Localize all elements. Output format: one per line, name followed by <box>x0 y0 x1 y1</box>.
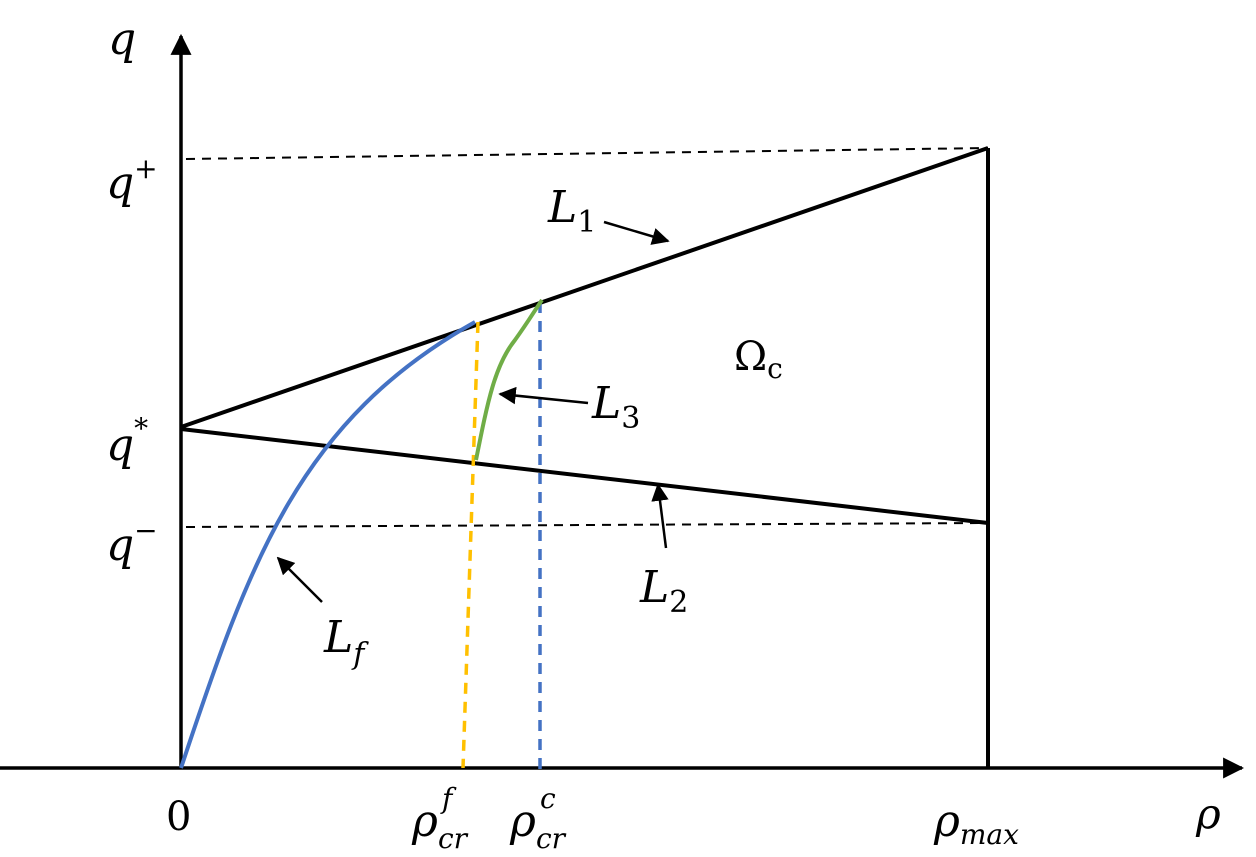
rho-cr-f-line <box>461 321 480 769</box>
curve-L3 <box>474 298 544 461</box>
line-L1 <box>180 146 989 429</box>
arrow-L2 <box>651 483 669 549</box>
label-L1: L1 <box>547 182 596 240</box>
arrow-Lf <box>276 556 323 603</box>
q-plus-label: q+ <box>106 152 158 209</box>
region-omega-c: Ωc <box>734 334 783 385</box>
q-minus-label: q− <box>106 514 158 571</box>
rho-cr-f-sub: cr <box>438 822 469 855</box>
rho-cr-c-label: ρ <box>509 796 536 847</box>
label-L2: L2 <box>639 562 688 620</box>
q-star-label: q* <box>106 412 148 471</box>
line-L2 <box>180 427 989 525</box>
y-axis-label: q <box>108 14 136 65</box>
q-minus-guide <box>185 522 989 528</box>
rho-cr-f-sup: f <box>440 782 457 815</box>
origin-label: 0 <box>166 794 191 840</box>
curve-Lf <box>179 320 476 769</box>
q-plus-guide <box>185 147 989 160</box>
rho-cr-c-sub: cr <box>536 822 567 855</box>
label-L3: L3 <box>591 378 640 436</box>
x-axis-label: ρ <box>1195 789 1221 838</box>
arrow-L1 <box>603 220 670 245</box>
label-Lf: Lf <box>323 612 369 672</box>
rho-cr-f-label: ρ <box>411 796 438 847</box>
rho-cr-c-sup: c <box>540 782 556 815</box>
arrow-L3 <box>498 386 589 405</box>
rho-max-label: ρmax <box>933 796 1019 851</box>
